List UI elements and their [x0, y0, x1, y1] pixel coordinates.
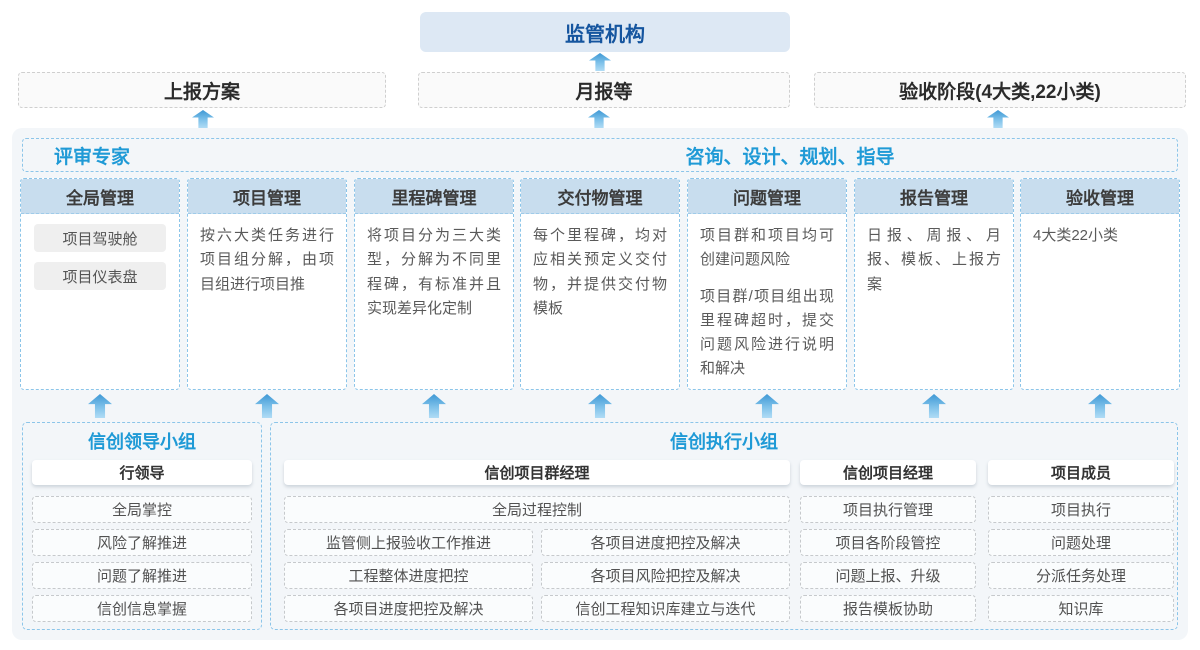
task-item: 工程整体进度把控 — [284, 562, 533, 589]
column-acceptance-mgmt: 验收管理 4大类22小类 — [1020, 178, 1180, 390]
acceptance-stage-box: 验收阶段(4大类,22小类) — [814, 72, 1186, 108]
task-item: 全局过程控制 — [284, 496, 790, 523]
column-description: 将项目分为三大类型，分解为不同里程碑，有标准并且实现差异化定制 — [367, 227, 501, 317]
regulator-box: 监管机构 — [420, 12, 790, 52]
up-arrow-icon — [987, 110, 1009, 128]
column-report-mgmt: 报告管理 日报、周报、月报、模板、上报方案 — [854, 178, 1014, 390]
column-description: 项目群/项目组出现里程碑超时，提交问题风险进行说明和解决 — [700, 287, 834, 378]
monthly-report-box: 月报等 — [418, 72, 790, 108]
column-description: 4大类22小类 — [1033, 227, 1119, 244]
task-item: 项目各阶段管控 — [800, 529, 976, 556]
task-item: 问题上报、升级 — [800, 562, 976, 589]
project-member-role: 项目成员 — [988, 460, 1174, 485]
column-milestone-mgmt: 里程碑管理 将项目分为三大类型，分解为不同里程碑，有标准并且实现差异化定制 — [354, 178, 514, 390]
up-arrow-icon — [589, 53, 611, 71]
column-description: 每个里程碑，均对应相关预定义交付物，并提供交付物模板 — [533, 227, 667, 317]
task-item: 项目执行 — [988, 496, 1174, 523]
task-item: 报告模板协助 — [800, 595, 976, 622]
task-item: 各项目风险把控及解决 — [541, 562, 790, 589]
column-title: 报告管理 — [855, 179, 1013, 214]
column-title: 问题管理 — [688, 179, 846, 214]
task-item: 问题了解推进 — [32, 562, 252, 589]
task-item: 问题处理 — [988, 529, 1174, 556]
task-item: 分派任务处理 — [988, 562, 1174, 589]
column-title: 验收管理 — [1021, 179, 1179, 214]
leader-group-box — [22, 422, 262, 630]
task-item: 各项目进度把控及解决 — [284, 595, 533, 622]
task-item: 监管侧上报验收工作推进 — [284, 529, 533, 556]
program-manager-role: 信创项目群经理 — [284, 460, 790, 485]
consulting-label: 咨询、设计、规划、指导 — [685, 146, 895, 168]
project-dashboard-button: 项目仪表盘 — [34, 262, 166, 290]
column-title: 项目管理 — [188, 179, 346, 214]
column-project-mgmt: 项目管理 按六大类任务进行项目组分解，由项目组进行项目推 — [187, 178, 347, 390]
column-issue-mgmt: 问题管理 项目群和项目均可创建问题风险 项目群/项目组出现里程碑超时，提交问题风… — [687, 178, 847, 390]
review-experts-label: 评审专家 — [54, 146, 131, 168]
column-title: 里程碑管理 — [355, 179, 513, 214]
column-title: 交付物管理 — [521, 179, 679, 214]
project-manager-role: 信创项目经理 — [800, 460, 976, 485]
task-item: 信创工程知识库建立与迭代 — [541, 595, 790, 622]
column-description: 项目群和项目均可创建问题风险 — [700, 227, 834, 269]
exec-group-title: 信创执行小组 — [670, 432, 778, 452]
column-description: 按六大类任务进行项目组分解，由项目组进行项目推 — [200, 227, 334, 293]
column-description: 日报、周报、月报、模板、上报方案 — [867, 227, 1001, 293]
task-item: 各项目进度把控及解决 — [541, 529, 790, 556]
bank-leader-role: 行领导 — [32, 460, 252, 485]
expert-header-box — [22, 138, 1178, 172]
project-cockpit-button: 项目驾驶舱 — [34, 224, 166, 252]
up-arrow-icon — [192, 110, 214, 128]
column-global-mgmt: 全局管理 项目驾驶舱 项目仪表盘 — [20, 178, 180, 390]
task-item: 项目执行管理 — [800, 496, 976, 523]
report-plan-box: 上报方案 — [18, 72, 386, 108]
exec-group-box — [270, 422, 1178, 630]
task-item: 全局掌控 — [32, 496, 252, 523]
task-item: 风险了解推进 — [32, 529, 252, 556]
leader-group-title: 信创领导小组 — [88, 432, 196, 452]
up-arrow-icon — [588, 110, 610, 128]
task-item: 知识库 — [988, 595, 1174, 622]
column-deliverable-mgmt: 交付物管理 每个里程碑，均对应相关预定义交付物，并提供交付物模板 — [520, 178, 680, 390]
task-item: 信创信息掌握 — [32, 595, 252, 622]
column-title: 全局管理 — [21, 179, 179, 214]
